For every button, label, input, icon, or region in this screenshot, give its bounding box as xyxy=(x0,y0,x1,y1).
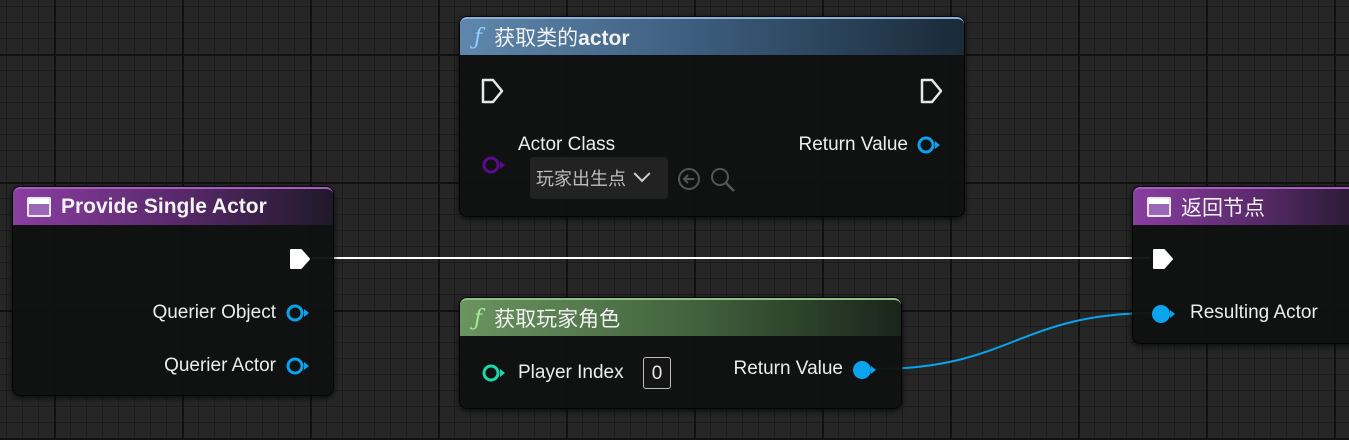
get-player-character-node[interactable]: ƒ 获取玩家角色 Player Index 0 Return Value xyxy=(459,297,902,409)
function-icon: ƒ xyxy=(474,305,483,331)
querier-object-pin[interactable] xyxy=(285,303,311,323)
player-index-input[interactable]: 0 xyxy=(643,357,671,389)
actor-class-pin[interactable] xyxy=(481,155,507,175)
use-selected-icon[interactable] xyxy=(676,166,702,192)
node-header[interactable]: Provide Single Actor xyxy=(13,187,333,225)
node-header[interactable]: ƒ 获取玩家角色 xyxy=(460,298,901,336)
node-title: 返回节点 xyxy=(1181,197,1265,220)
node-title: Provide Single Actor xyxy=(61,195,267,218)
exec-out-pin[interactable] xyxy=(919,77,945,105)
actor-class-label: Actor Class xyxy=(518,134,616,155)
return-node[interactable]: 返回节点 Resulting Actor xyxy=(1132,186,1349,344)
resulting-actor-label: Resulting Actor xyxy=(1190,302,1318,323)
get-actor-of-class-node[interactable]: ƒ 获取类的actor Actor Class 玩家出生点 Return Val… xyxy=(459,16,965,217)
provide-single-actor-node[interactable]: Provide Single Actor Querier Object Quer… xyxy=(12,186,334,396)
event-node-icon xyxy=(1147,197,1171,217)
actor-class-dropdown[interactable]: 玩家出生点 xyxy=(530,157,668,199)
exec-in-pin[interactable] xyxy=(1151,247,1175,271)
node-title-suffix: actor xyxy=(578,27,630,50)
node-title: 获取玩家角色 xyxy=(494,308,621,331)
return-value-label: Return Value xyxy=(798,134,909,155)
browse-icon[interactable] xyxy=(708,165,738,193)
return-value-pin[interactable] xyxy=(852,360,878,380)
node-title: 获取类的actor xyxy=(494,22,629,52)
node-header[interactable]: 返回节点 xyxy=(1133,187,1349,225)
actor-class-value: 玩家出生点 xyxy=(536,169,626,189)
querier-actor-pin[interactable] xyxy=(285,356,311,376)
return-value-pin[interactable] xyxy=(916,135,942,155)
object-wire xyxy=(875,312,1155,370)
player-index-label: Player Index xyxy=(518,362,624,383)
exec-in-pin[interactable] xyxy=(480,77,506,105)
querier-object-label: Querier Object xyxy=(152,302,276,323)
function-icon: ƒ xyxy=(474,24,483,50)
event-node-icon xyxy=(27,197,51,217)
player-index-pin[interactable] xyxy=(481,363,507,383)
chevron-down-icon xyxy=(633,165,651,183)
querier-actor-label: Querier Actor xyxy=(164,355,276,376)
node-header[interactable]: ƒ 获取类的actor xyxy=(460,17,964,55)
exec-out-pin[interactable] xyxy=(288,247,312,271)
resulting-actor-pin[interactable] xyxy=(1151,304,1177,324)
node-title-prefix: 获取类的 xyxy=(494,27,579,50)
return-value-label: Return Value xyxy=(733,358,844,379)
